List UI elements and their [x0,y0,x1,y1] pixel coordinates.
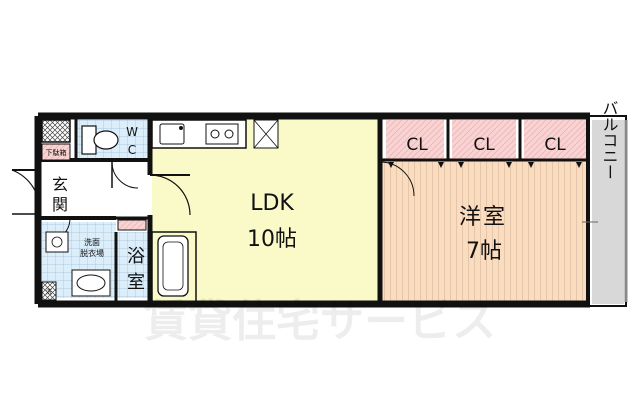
watermark: 賃貸住宅サービス [143,296,496,347]
sink [159,123,185,145]
ldk-size: 10帖 [247,227,297,252]
balcony-label-text: バルコニー [600,100,619,180]
bath-label-1: 浴 [127,246,145,267]
toilet-bowl [93,130,119,150]
bathtub [157,235,189,297]
western-room-door [379,161,415,197]
stove [205,123,239,145]
wc-label-2: C [128,143,136,157]
closet-label-3: CL [544,135,566,155]
entrance-label-2: 関 [52,195,68,214]
western-room-size: 7帖 [466,239,502,264]
closet-3-fill [524,120,586,160]
shoe-box [41,143,71,161]
bath-label-2: 室 [127,272,145,293]
closet-label-1: CL [406,135,428,155]
bathroom-floor [116,232,150,298]
entrance-floor [42,160,152,214]
western-room-label-2: 室 [483,205,505,230]
closet-1-fill [386,120,444,160]
western-room-label-1: 洋 [459,205,481,230]
balcony-label: バルコニー [600,100,619,180]
entrance-label-1: 玄 [52,175,68,194]
closet-2-fill [452,120,516,160]
pipe-shaft-bottom [41,281,57,301]
outer-wall [34,112,590,308]
shoe-box-label: 下駄箱 [46,148,67,157]
washer-pan [45,231,69,253]
balcony-floor [592,120,624,304]
washer-label: 洗 [46,288,52,296]
closet-label-2: CL [473,135,495,155]
closet-door-marks [388,162,582,168]
vanity-basin [76,274,106,292]
western-room-floor [380,158,588,306]
washroom-label-1: 洗面 [84,237,100,247]
pipe-shaft-top [41,119,71,143]
wc-label-1: W [126,125,138,139]
ldk-label: LDK [250,191,294,216]
washroom-label-2: 脱衣場 [80,248,104,258]
